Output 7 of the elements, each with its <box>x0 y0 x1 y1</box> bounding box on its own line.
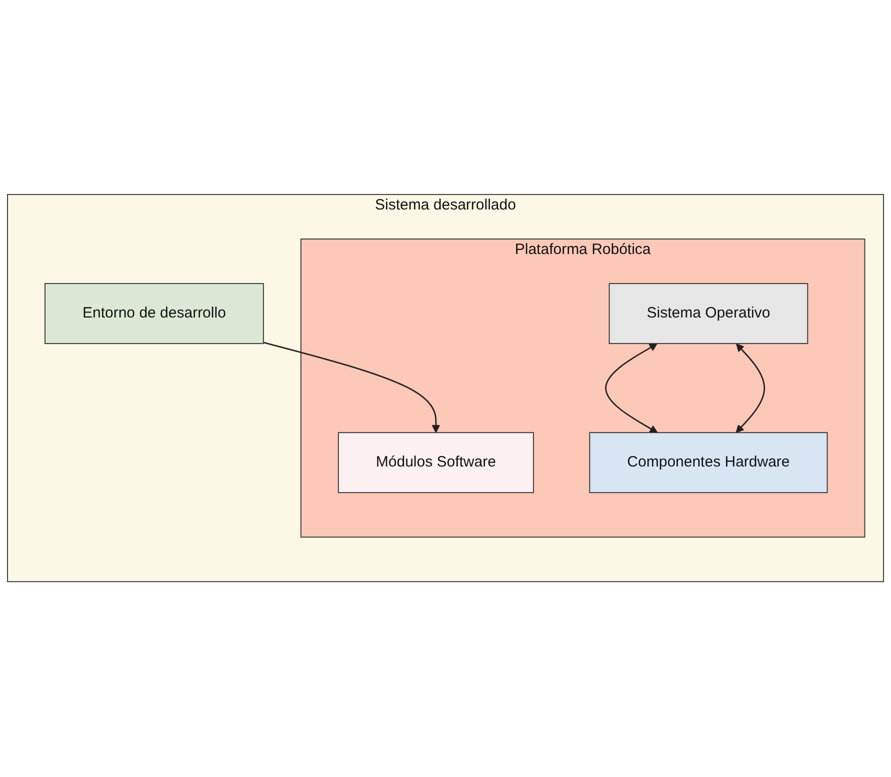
arrow <box>736 344 766 434</box>
node-box: Módulos Software <box>338 432 534 494</box>
arrow <box>605 344 658 434</box>
node-box: Componentes Hardware <box>589 432 828 494</box>
node-box: Entorno de desarrollo <box>44 284 264 344</box>
arrow <box>263 342 440 434</box>
node-box: Sistema Operativo <box>608 284 808 344</box>
